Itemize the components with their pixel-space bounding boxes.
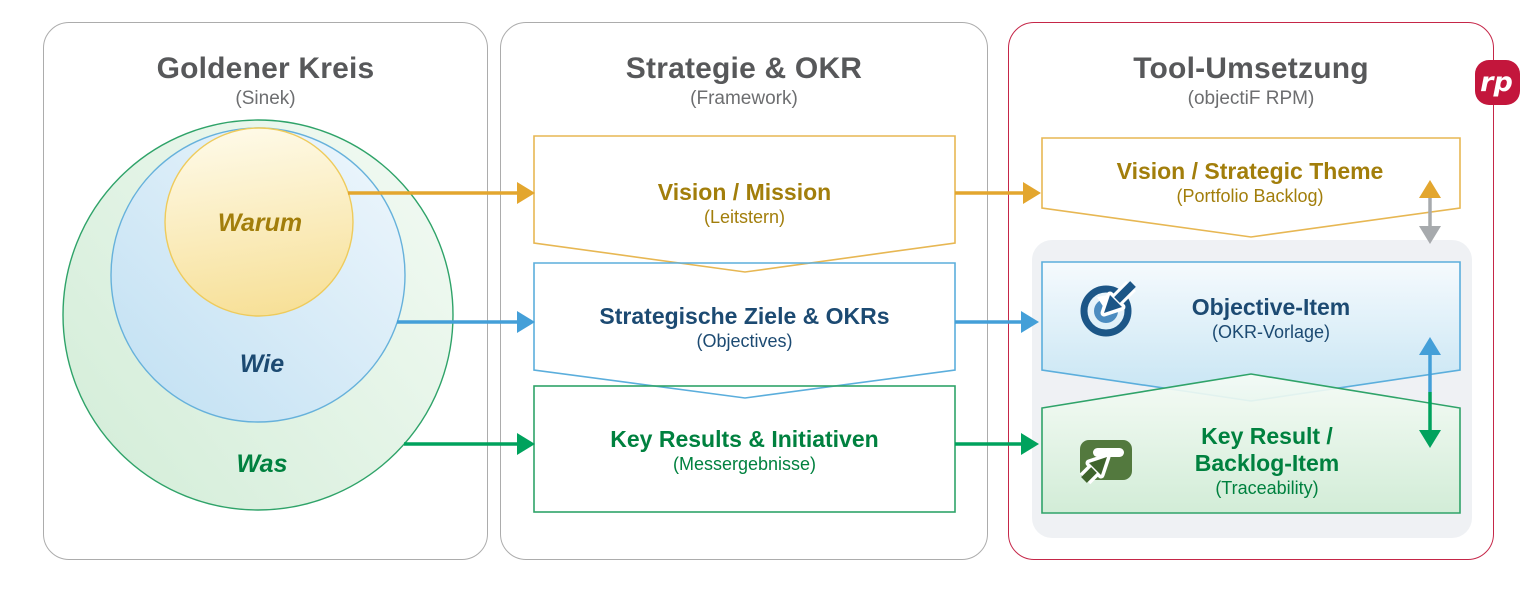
arrow-keyresults-to-backlog (955, 433, 1039, 455)
vision-theme-label: Vision / Strategic Theme (1116, 158, 1384, 184)
panel-tool-implementation (1008, 22, 1494, 560)
bidi-arrow-theme-container (1419, 180, 1441, 244)
objective-item-sub: (OKR-Vorlage) (1211, 322, 1331, 342)
vision-mission-label: Vision / Mission (657, 179, 832, 205)
warum-label: Warum (217, 209, 303, 237)
key-result-label-line2: Backlog-Item (1194, 450, 1340, 476)
arrow-wie-to-goals (397, 311, 535, 333)
key-results-sub: (Messergebnisse) (672, 454, 817, 474)
vision-strategic-theme-box (1041, 137, 1461, 238)
key-result-backlog-item-box (1041, 373, 1461, 514)
panel-golden-circle (43, 22, 488, 560)
strategic-goals-sub: (Objectives) (696, 331, 793, 351)
wie-label: Wie (239, 350, 285, 378)
arrow-vision-to-theme (955, 182, 1041, 204)
panel-title-tool: Tool-Umsetzung (1133, 52, 1369, 85)
key-results-label: Key Results & Initiativen (610, 426, 879, 452)
warum-circle (164, 127, 354, 317)
vision-mission-sub: (Leitstern) (703, 207, 786, 227)
arrow-was-to-keyresults (404, 433, 535, 455)
panel-subtitle-golden-circle: (Sinek) (235, 88, 296, 109)
panel-subtitle-strategy: (Framework) (690, 88, 798, 109)
panel-strategy-okr (500, 22, 988, 560)
strategic-goals-label: Strategische Ziele & OKRs (599, 303, 890, 329)
key-results-box (533, 385, 956, 513)
objective-item-box (1041, 261, 1461, 402)
panel-title-golden-circle: Goldener Kreis (156, 52, 375, 85)
strategic-goals-box (533, 262, 956, 399)
key-result-label-line1: Key Result / (1201, 423, 1333, 449)
panel-title-strategy: Strategie & OKR (625, 52, 863, 85)
arrow-goals-to-objective (955, 311, 1039, 333)
backlog-card-cursor-icon (1079, 440, 1132, 485)
vision-theme-sub: (Portfolio Backlog) (1176, 186, 1324, 206)
panel-subtitle-tool: (objectiF RPM) (1187, 88, 1315, 109)
rp-logo: rp (1475, 60, 1520, 105)
arrow-warum-to-vision (348, 182, 535, 204)
key-result-sub: (Traceability) (1215, 478, 1319, 498)
objective-item-label: Objective-Item (1191, 294, 1351, 320)
was-label: Was (236, 450, 288, 478)
vision-mission-box (533, 135, 956, 273)
target-arrow-icon (1080, 281, 1136, 337)
bidi-arrow-objective-keyresult (1419, 337, 1441, 448)
